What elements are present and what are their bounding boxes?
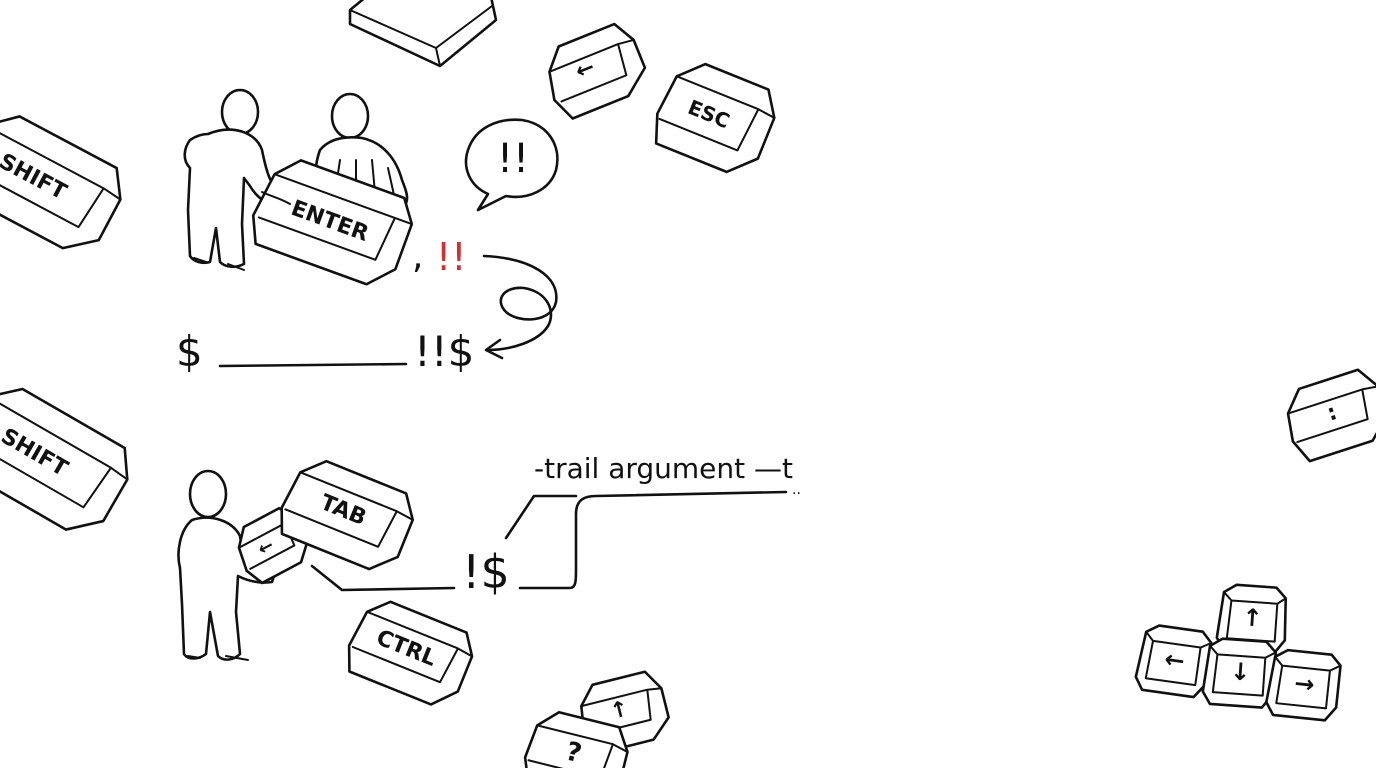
key-ctrl: CTRL	[347, 600, 474, 706]
prompt-blank-line	[218, 362, 408, 368]
key-left-arrow: ←	[548, 22, 647, 120]
arrow-down-icon: ↓	[1229, 657, 1251, 686]
key-enter: ENTER	[251, 159, 414, 286]
comma-text: ,	[412, 236, 423, 277]
key-question: ?	[523, 710, 629, 768]
key-tab: TAB	[280, 459, 415, 571]
arrow-up-icon: ↑	[1241, 603, 1263, 632]
arrow-left-cluster-icon: ←	[1163, 645, 1187, 676]
key-colon: :	[1286, 368, 1376, 463]
curly-arrow-icon	[482, 254, 558, 360]
key-top-partial	[348, 0, 498, 68]
key-shift-bottom: SHIFT	[0, 387, 129, 531]
bracket-line-lower	[518, 490, 788, 590]
trail-argument-annotation: -trail argument —t	[534, 452, 793, 485]
arrow-right-icon: →	[1293, 669, 1316, 699]
trail-dots: ..	[792, 482, 801, 498]
key-esc: ESC	[654, 62, 776, 174]
arrow-key-cluster: ↑ ← ↓ →	[1134, 583, 1342, 722]
key-arrow-left: ←	[1134, 624, 1213, 699]
key-arrow-right: →	[1265, 648, 1342, 722]
bracket-line-upper	[504, 494, 578, 540]
result-bang-dollar: !$	[462, 545, 510, 599]
key-arrow-down: ↓	[1201, 637, 1278, 709]
question-key-label: ?	[563, 737, 585, 768]
speech-bubble: !!	[464, 118, 559, 212]
figure-left-top	[183, 88, 292, 271]
result-bang-bang-dollar: !!$	[414, 327, 474, 376]
connector-to-bang-dollar	[310, 564, 456, 592]
speech-bubble-text: !!	[497, 136, 529, 182]
hand-line	[261, 191, 291, 205]
prompt-dollar: $	[176, 327, 203, 376]
up-small-arrow-icon: ↑	[608, 696, 632, 725]
red-bang-bang: !!	[436, 235, 466, 279]
key-shift-top: SHIFT	[0, 115, 122, 250]
